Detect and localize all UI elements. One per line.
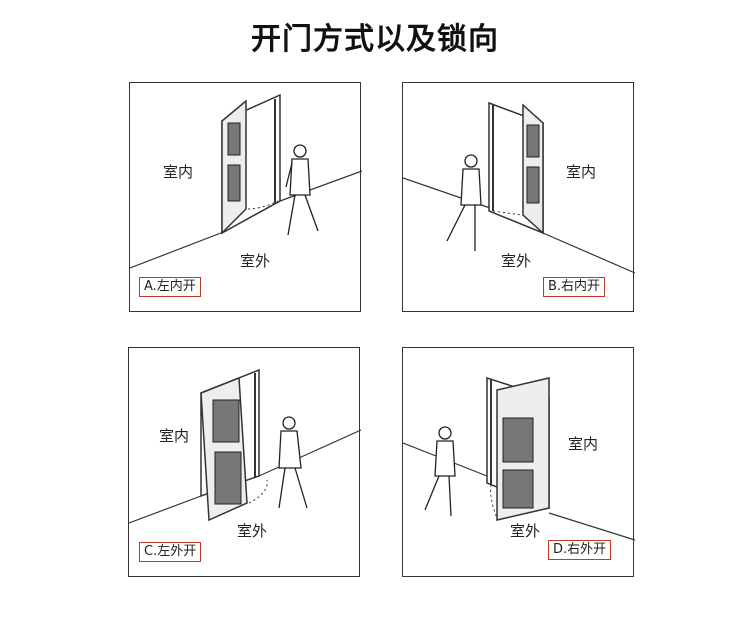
outdoor-label: 室外 xyxy=(510,522,541,540)
door-diagram-d xyxy=(403,376,635,541)
outdoor-label: 室外 xyxy=(237,522,268,540)
diagram-panel-b: 室内 室外 B.右内开 xyxy=(402,82,635,312)
caption-label: C.左外开 xyxy=(139,542,202,562)
indoor-label: 室内 xyxy=(566,163,597,181)
diagram-panel-d: 室内 室外 D.右外开 xyxy=(402,347,635,577)
door-diagram-c xyxy=(129,368,361,524)
diagram-panel-c: 室内 室外 C.左外开 xyxy=(128,347,361,577)
outdoor-label: 室外 xyxy=(240,252,271,270)
door-diagram-b xyxy=(403,101,635,274)
caption-label: A.左内开 xyxy=(139,277,201,297)
indoor-label: 室内 xyxy=(568,435,599,453)
page-title: 开门方式以及锁向 xyxy=(251,22,499,57)
indoor-label: 室内 xyxy=(159,427,190,445)
door-diagram-a xyxy=(130,93,362,269)
diagram-panel-a: 室内 室外 A.左内开 xyxy=(129,82,362,312)
caption-label: D.右外开 xyxy=(548,540,612,560)
indoor-label: 室内 xyxy=(163,163,194,181)
outdoor-label: 室外 xyxy=(501,252,532,270)
caption-label: B.右内开 xyxy=(543,277,606,297)
